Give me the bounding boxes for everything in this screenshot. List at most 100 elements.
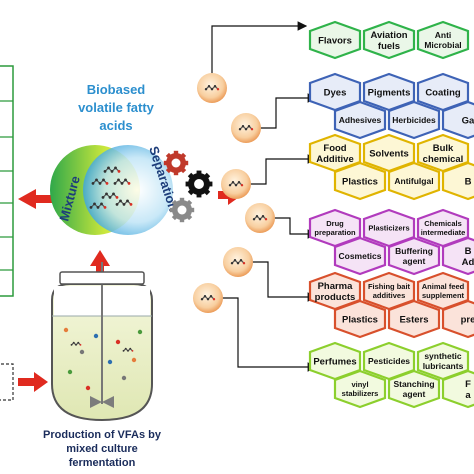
product-label: lubricants [423, 361, 464, 371]
product-label: agent [403, 389, 426, 399]
vfa-molecule-circle [193, 283, 223, 313]
vfa-molecule-icon [252, 215, 268, 221]
product-label: pre [461, 314, 474, 325]
product-hexagon: Flavors [308, 20, 362, 60]
product-label: Pigments [368, 87, 411, 98]
vfa-molecule-icon [122, 347, 134, 352]
center-title-line2: volatile fatty [78, 100, 155, 115]
reactor-caption-line3: fermentation [69, 457, 136, 469]
arrow-to-left-table [18, 189, 52, 209]
product-label: supplement [422, 291, 465, 300]
product-label: Esters [399, 314, 428, 325]
connector-arrow [222, 297, 318, 372]
product-label: chemical [423, 154, 464, 165]
product-label: fuels [378, 41, 400, 52]
microbe-dot [107, 359, 113, 365]
product-hexagon: Herbicides [387, 100, 441, 140]
product-label: Adhesives [339, 115, 382, 125]
arrow-up-to-venn [90, 250, 110, 275]
feedstock-box [0, 363, 14, 401]
product-label: additives [373, 291, 406, 300]
product-label: Stanching [393, 379, 434, 389]
product-label: B [465, 176, 472, 187]
connector-arrow [211, 21, 308, 74]
left-table [0, 65, 14, 297]
product-label: Antifulgal [394, 176, 433, 186]
product-label: Chemicals [424, 219, 462, 228]
microbe-dot [121, 375, 127, 381]
fermentation-reactor [51, 262, 153, 422]
product-label: agent [403, 256, 426, 266]
vfa-molecule-circle [223, 247, 253, 277]
product-label: Coating [425, 87, 461, 98]
product-label: Microbial [424, 40, 461, 50]
reactor-cap [59, 271, 145, 285]
connector-arrow [260, 93, 318, 129]
vfa-molecule-icon [204, 85, 220, 91]
vfa-molecule-icon [115, 199, 133, 206]
vfa-molecule-icon [101, 192, 119, 199]
product-hexagon: Plastics [333, 161, 387, 201]
vfa-molecule-icon [103, 166, 121, 173]
product-hexagon: Antifulgal [387, 161, 441, 201]
vfa-molecule-icon [228, 181, 244, 187]
gear-icon [163, 150, 189, 176]
product-label: vinyl [351, 380, 368, 389]
product-label: Pesticides [368, 356, 410, 366]
product-label: F [465, 379, 471, 390]
gear-icon [169, 197, 195, 223]
product-label: Ga [462, 115, 474, 126]
microbe-dot [137, 329, 143, 335]
venn-diagram: Mixture Separation [50, 144, 181, 235]
product-hexagon: Cosmetics [333, 236, 387, 276]
vfa-molecule-icon [89, 202, 107, 209]
product-label: Plasticizers [368, 224, 409, 233]
gears [163, 150, 213, 223]
product-label: Animal feed [422, 282, 465, 291]
product-label: Dyes [324, 87, 347, 98]
product-hexagon: Adhesives [333, 100, 387, 140]
product-label: B [465, 246, 472, 257]
microbe-dot [63, 327, 69, 333]
product-label: Bulk [433, 143, 454, 154]
product-label: Flavors [318, 35, 352, 46]
gear-icon [185, 170, 213, 198]
product-label: Perfumes [313, 356, 356, 367]
arrow-into-reactor [18, 372, 48, 392]
product-label: Plastics [342, 314, 378, 325]
microbe-dot [93, 333, 99, 339]
product-label: Aviation [370, 30, 407, 41]
product-label: Herbicides [392, 115, 436, 125]
reactor-caption-line2: mixed culture [66, 443, 138, 455]
vfa-molecule-icon [91, 178, 109, 185]
connector-arrow [250, 154, 318, 185]
product-label: synthetic [424, 351, 462, 361]
microbe-dot [67, 369, 73, 375]
connector-arrow [252, 261, 318, 302]
product-hexagon: Ga [441, 100, 474, 140]
vfa-molecule-icon [230, 259, 246, 265]
vfa-molecule-icon [113, 178, 131, 185]
product-hexagon: pre [441, 299, 474, 339]
product-hexagon: Fa [441, 369, 474, 409]
product-label: Food [323, 143, 346, 154]
product-label: Anti [435, 30, 452, 40]
product-label: Drug [326, 219, 344, 228]
separation-circle [83, 145, 173, 235]
product-label: intermediate [421, 228, 466, 237]
product-hexagon: B [441, 161, 474, 201]
vfa-molecule-icon [200, 295, 216, 301]
product-label: products [315, 292, 356, 303]
